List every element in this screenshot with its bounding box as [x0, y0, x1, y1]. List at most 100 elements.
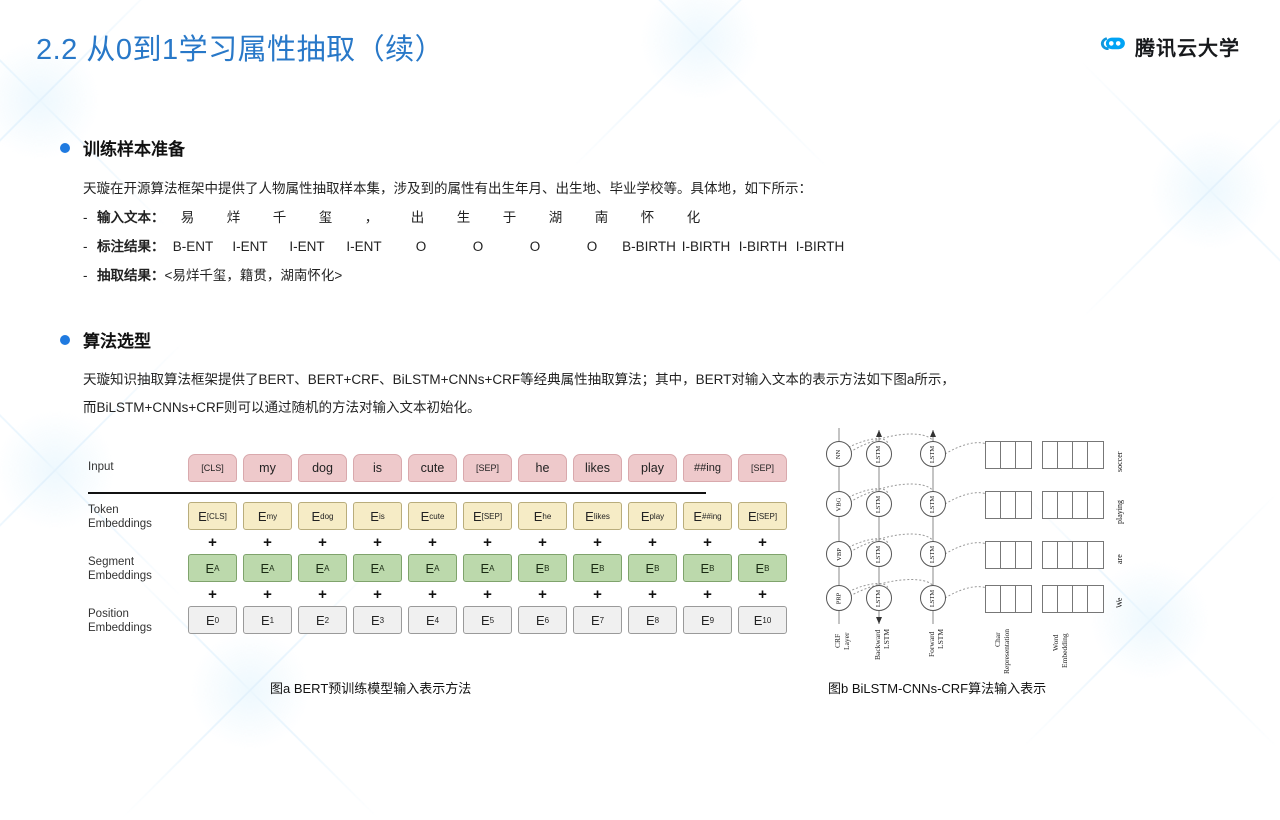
- embedding-subscript: 8: [654, 615, 660, 625]
- embedding-subscript: 6: [544, 615, 550, 625]
- embedding-subscript: A: [434, 563, 440, 573]
- embedding-base: E: [425, 612, 435, 628]
- bert-plus-row-2: +++++++++++: [188, 586, 787, 603]
- plus-icon: +: [703, 534, 712, 551]
- tag: I-BIRTH: [681, 239, 731, 254]
- forward-lstm-node: LSTM: [920, 491, 946, 517]
- bert-row-label-token-1: Token: [88, 504, 119, 516]
- token: 南: [594, 210, 609, 225]
- caption-figure-b: 图b BiLSTM-CNNs-CRF算法输入表示: [828, 681, 1047, 696]
- embedding-base: E: [198, 508, 207, 524]
- extraction-value: <易烊千玺，籍贯，湖南怀化>: [164, 268, 343, 283]
- embedding-subscript: 9: [709, 615, 715, 625]
- bert-input-cell: play: [628, 454, 677, 482]
- dash-mark: -: [83, 239, 88, 254]
- section-heading: 训练样本准备: [60, 135, 849, 160]
- char-representation-vector: [985, 585, 1032, 613]
- token: 烊: [226, 210, 241, 225]
- section-paragraph: 天璇在开源算法框架中提供了人物属性抽取样本集，涉及到的属性有出生年月、出生地、毕…: [83, 181, 812, 196]
- embedding-subscript: [CLS]: [206, 511, 227, 521]
- tag: B-BIRTH: [622, 239, 676, 254]
- embedding-base: E: [370, 560, 380, 576]
- lstm-label: LSTM: [875, 589, 883, 607]
- bert-input-row: [CLS] my dog is cute [SEP] he likes play…: [188, 454, 787, 482]
- bert-token-cell: E##ing: [683, 502, 732, 530]
- bert-input-cell: he: [518, 454, 567, 482]
- embedding-subscript: is: [378, 511, 385, 521]
- column-label-char-1: Char: [993, 632, 1002, 647]
- embedding-base: E: [420, 508, 430, 524]
- embedding-subscript: 7: [599, 615, 605, 625]
- embedding-base: E: [590, 612, 600, 628]
- word-embedding-vector: [1042, 491, 1104, 519]
- bert-input-cell: [SEP]: [738, 454, 787, 482]
- embedding-base: E: [260, 612, 270, 628]
- plus-icon: +: [648, 586, 657, 603]
- plus-icon: +: [538, 534, 547, 551]
- embedding-base: E: [311, 508, 321, 524]
- tag: I-ENT: [346, 239, 382, 254]
- extraction-row: - 抽取结果： <易烊千玺，籍贯，湖南怀化>: [83, 261, 849, 290]
- embedding-base: E: [533, 508, 543, 524]
- word-label: soccer: [1115, 451, 1124, 472]
- column-label-word-2: Embedding: [1060, 633, 1069, 668]
- bert-row-label-position-1: Position: [88, 608, 129, 620]
- column-label-forward-2: LSTM: [936, 628, 945, 649]
- embedding-subscript: [SEP]: [481, 511, 503, 521]
- plus-icon: +: [593, 534, 602, 551]
- embedding-subscript: A: [379, 563, 385, 573]
- annotation-label: 标注结果：: [97, 239, 165, 254]
- word-label: playing: [1115, 500, 1124, 524]
- token: ，: [364, 210, 379, 225]
- plus-icon: +: [758, 586, 767, 603]
- embedding-base: E: [645, 560, 655, 576]
- embedding-base: E: [590, 560, 600, 576]
- lstm-label: LSTM: [875, 445, 883, 463]
- embedding-base: E: [640, 508, 650, 524]
- embedding-base: E: [535, 612, 545, 628]
- embedding-base: E: [205, 560, 215, 576]
- crf-tag: VBG: [835, 497, 843, 511]
- embedding-subscript: A: [489, 563, 495, 573]
- embedding-subscript: [SEP]: [756, 511, 778, 521]
- tag: B-ENT: [172, 239, 214, 254]
- word-embedding-vector: [1042, 541, 1104, 569]
- lstm-label: LSTM: [929, 589, 937, 607]
- plus-icon: +: [703, 586, 712, 603]
- extraction-label: 抽取结果：: [97, 268, 165, 283]
- dash-mark: -: [83, 210, 88, 225]
- plus-icon: +: [593, 586, 602, 603]
- column-label-crf-1: CRF: [833, 633, 842, 648]
- watermark-cross: [1080, 60, 1280, 320]
- section-title: 算法选型: [83, 332, 151, 351]
- forward-lstm-node: LSTM: [920, 585, 946, 611]
- crf-tag: PRP: [835, 592, 843, 604]
- bert-row-label-token-2: Embeddings: [88, 518, 152, 530]
- tag: O: [472, 239, 484, 254]
- lstm-label: LSTM: [929, 495, 937, 513]
- embedding-subscript: A: [214, 563, 220, 573]
- column-label-forward-1: Forward: [927, 631, 936, 657]
- token: 湖: [548, 210, 563, 225]
- plus-icon: +: [318, 534, 327, 551]
- embedding-base: E: [425, 560, 435, 576]
- embedding-subscript: B: [654, 563, 660, 573]
- embedding-base: E: [747, 508, 757, 524]
- lstm-label: LSTM: [875, 495, 883, 513]
- char-representation-vector: [985, 441, 1032, 469]
- crf-tag: NN: [835, 449, 843, 459]
- crf-node: VBP: [826, 541, 852, 567]
- plus-icon: +: [758, 534, 767, 551]
